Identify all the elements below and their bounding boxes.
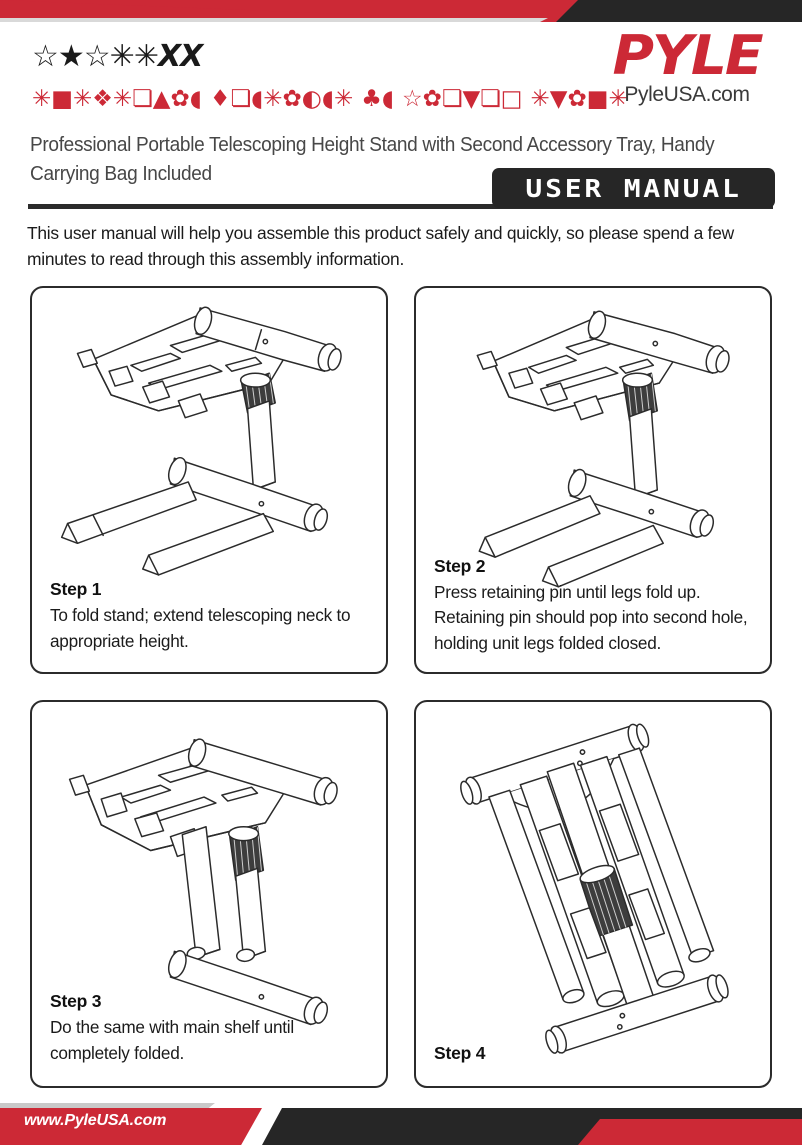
footer-website-url: www.PyleUSA.com bbox=[24, 1112, 167, 1129]
step-panel-3: Step 3 Do the same with main shelf until… bbox=[30, 700, 388, 1088]
intro-paragraph: This user manual will help you assemble … bbox=[27, 223, 734, 270]
step-panel-4: Step 4 bbox=[414, 700, 772, 1088]
top-banner bbox=[0, 0, 802, 22]
stand-fully-folded-illustration bbox=[416, 702, 770, 1086]
stand-legs-folded-illustration bbox=[416, 288, 770, 672]
step-3-label: Step 3 bbox=[50, 991, 102, 1012]
step-3-text: Step 3 Do the same with main shelf until… bbox=[50, 990, 374, 1066]
step-2-text: Step 2 Press retaining pin until legs fo… bbox=[434, 555, 758, 656]
page-header: ☆★☆✳✳XX ✳■✳❖✳❏▲✿◖ ♦❏◖✳✿◐◖✳ ♣◖ ☆✿❏▼❏□ ✳▼✿… bbox=[0, 22, 802, 212]
step-1-body: To fold stand; extend telescoping neck t… bbox=[50, 605, 351, 651]
step-1-text: Step 1 To fold stand; extend telescoping… bbox=[50, 578, 374, 654]
footer-red-accent-shape bbox=[578, 1119, 802, 1145]
banner-grey-edge bbox=[0, 18, 548, 22]
footer-red-shape bbox=[0, 1108, 262, 1147]
stand-extended-illustration bbox=[32, 288, 386, 672]
steps-grid: Step 1 To fold stand; extend telescoping… bbox=[30, 286, 772, 1088]
page-footer: www.PyleUSA.com bbox=[0, 1095, 802, 1147]
step-2-body: Press retaining pin until legs fold up. … bbox=[434, 581, 748, 653]
step-2-label: Step 2 bbox=[434, 556, 486, 577]
step-panel-1: Step 1 To fold stand; extend telescoping… bbox=[30, 286, 388, 674]
footer-base-line bbox=[0, 1145, 802, 1147]
title-divider-rule bbox=[28, 204, 773, 209]
pyle-wordmark: PYLE bbox=[612, 24, 763, 87]
step-1-label: Step 1 bbox=[50, 579, 102, 600]
step-4-label: Step 4 bbox=[434, 1043, 486, 1064]
stand-shelf-folding-illustration bbox=[32, 702, 386, 1086]
step-4-text: Step 4 bbox=[434, 1042, 758, 1066]
model-code-line: ☆★☆✳✳XX bbox=[32, 39, 203, 74]
step-panel-2: Step 2 Press retaining pin until legs fo… bbox=[414, 286, 772, 674]
user-manual-badge: USER MANUAL bbox=[492, 168, 775, 208]
brand-website-label: PyleUSA.com bbox=[624, 83, 750, 107]
step-3-body: Do the same with main shelf until comple… bbox=[50, 1017, 294, 1063]
product-title: Professional Portable Telescoping Height… bbox=[30, 133, 715, 186]
brand-logo: PYLE PyleUSA.com bbox=[592, 28, 782, 107]
user-manual-badge-label: USER MANUAL bbox=[525, 173, 742, 203]
model-code-accent-line: ✳■✳❖✳❏▲✿◖ ♦❏◖✳✿◐◖✳ ♣◖ ☆✿❏▼❏□ ✳▼✿■✳ bbox=[32, 86, 628, 112]
banner-dark-shape bbox=[556, 0, 802, 22]
